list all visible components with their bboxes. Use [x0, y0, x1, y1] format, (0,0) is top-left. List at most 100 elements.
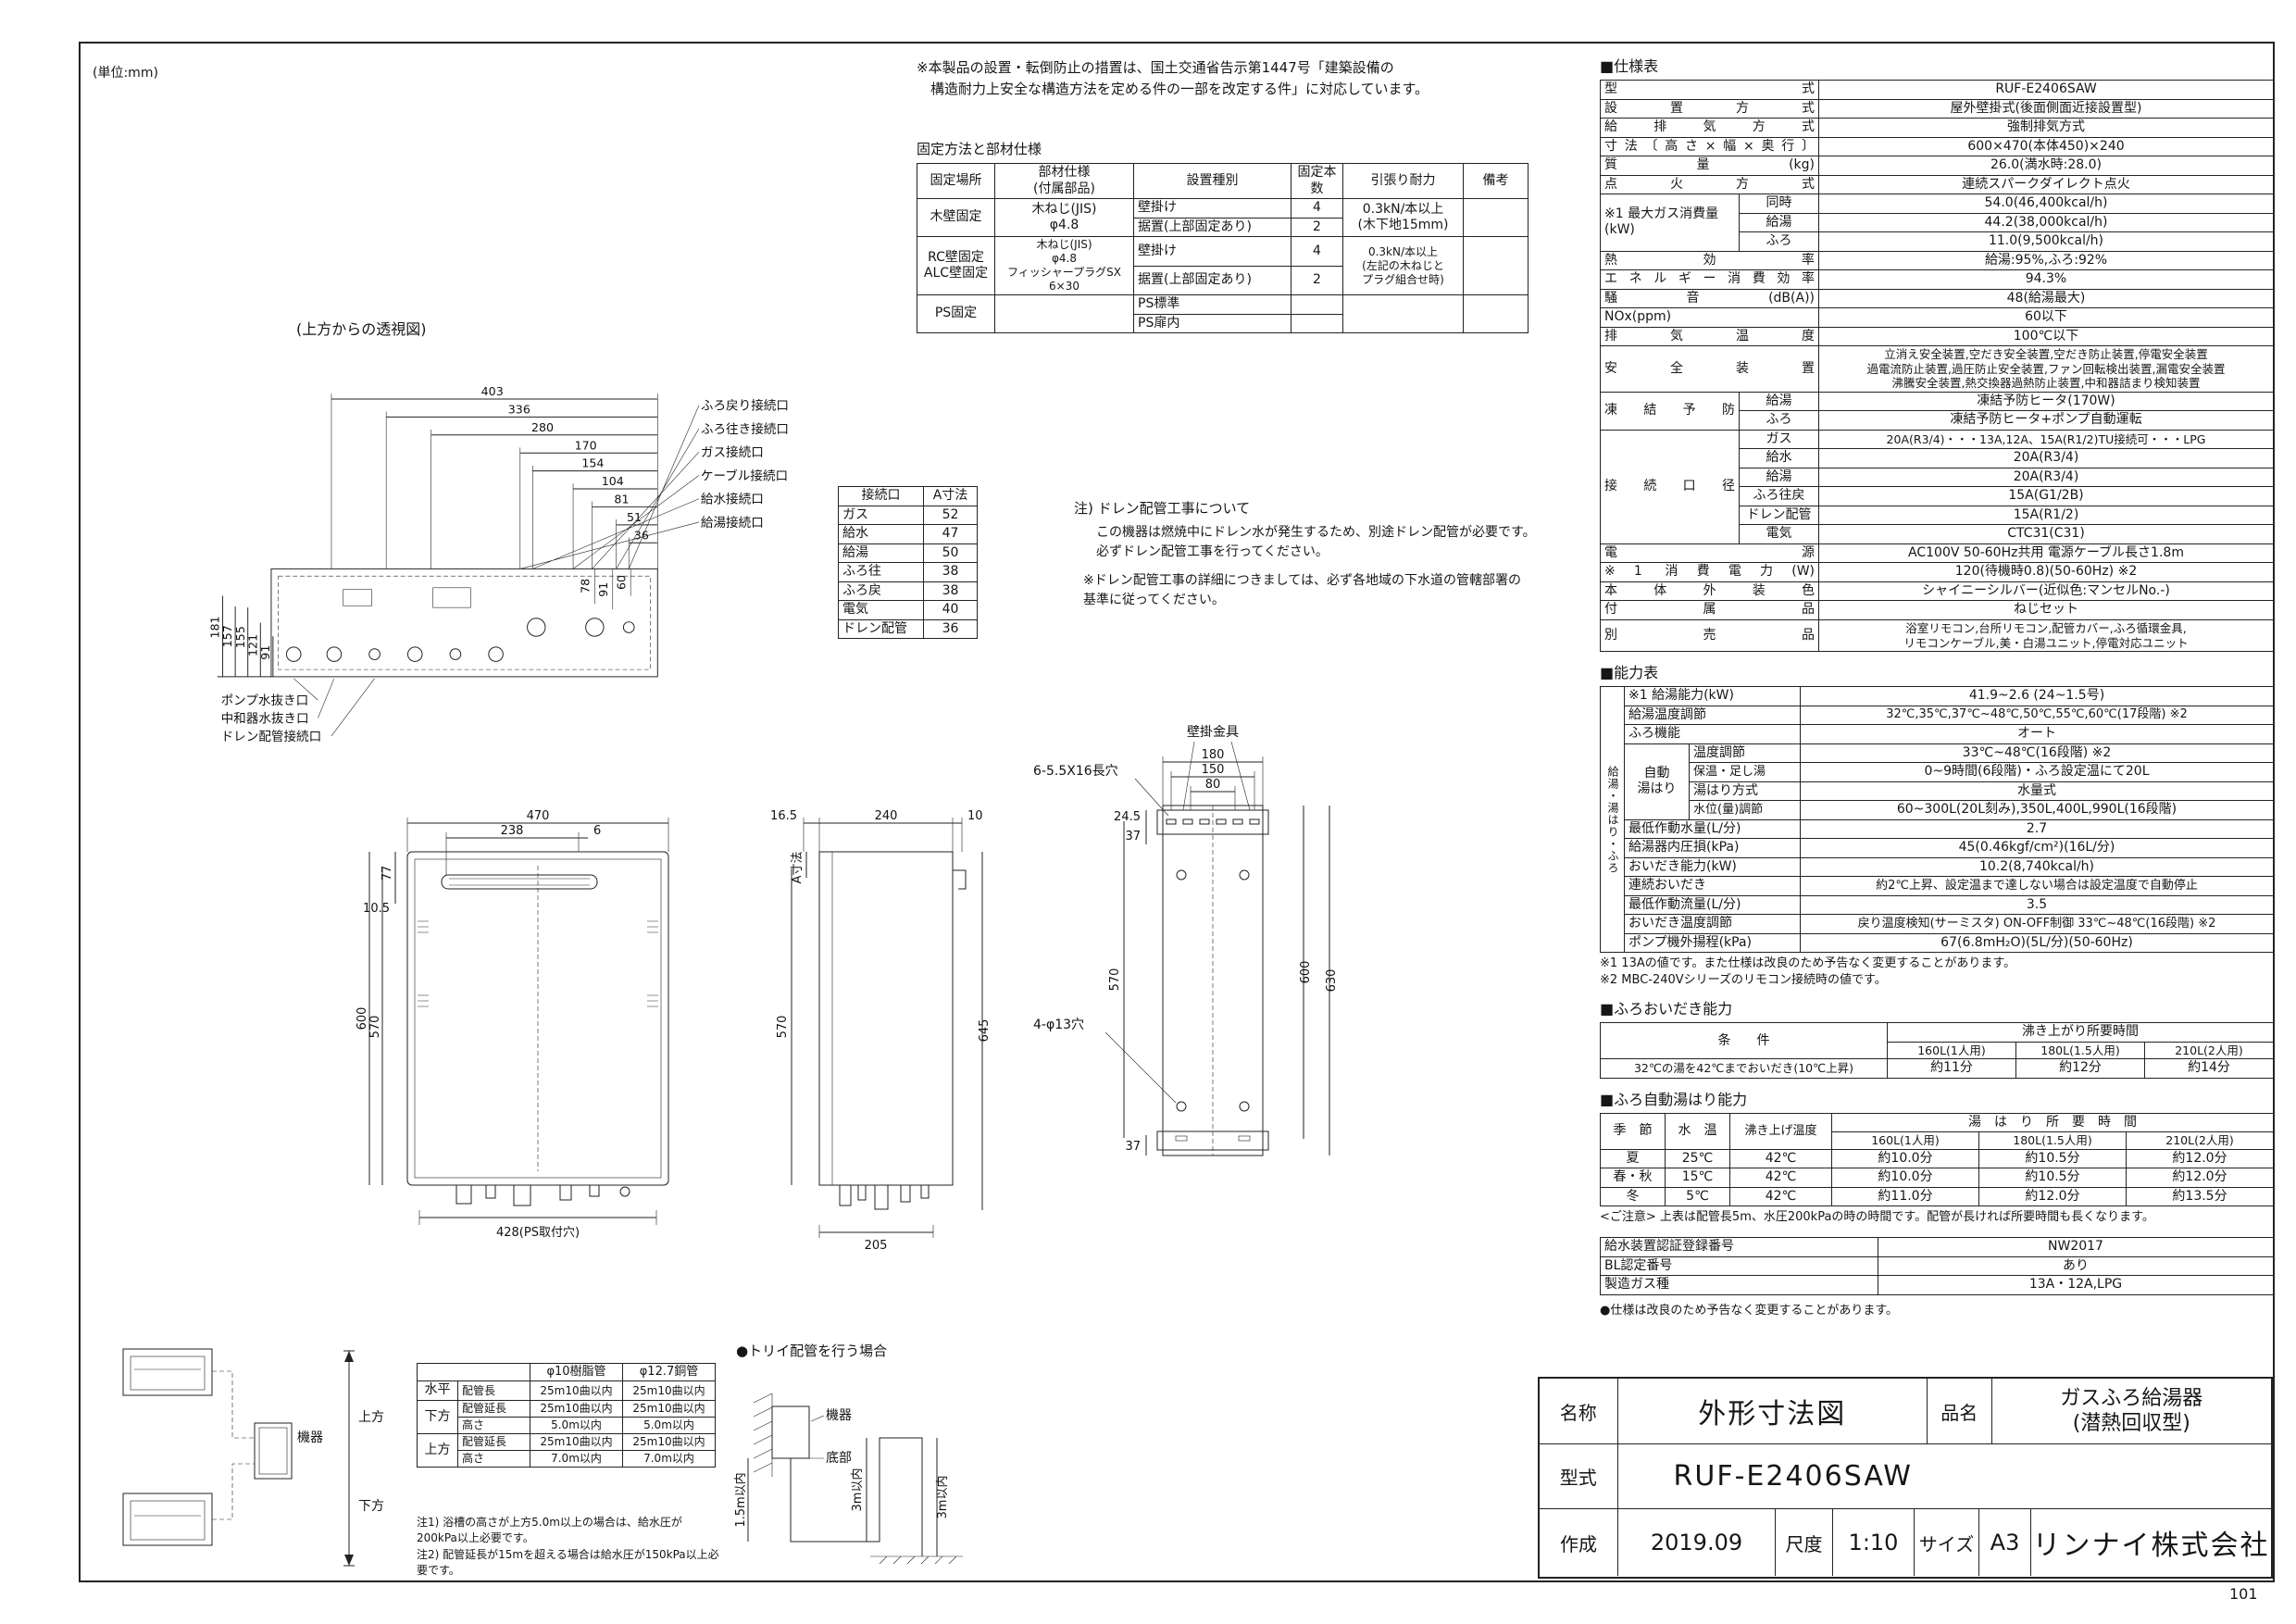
spec-value: 26.0(満水時:28.0)	[1818, 156, 2274, 176]
capacity-table: 給湯・湯はり・ふろ ※1 給湯能力(kW) 41.9~2.6 (24~1.5号)…	[1600, 686, 2274, 954]
spec-label: 別売品	[1600, 618, 1819, 653]
fixing-pull: 0.3kN/本以上 (左記の木ねじと プラグ組合せ時)	[1342, 236, 1464, 295]
dim-label: 104	[602, 474, 624, 488]
dim-label: 24.5	[1114, 810, 1141, 824]
spec-value: 44.2(38,000kcal/h)	[1818, 212, 2274, 232]
dim-label: 77	[381, 866, 394, 881]
capacity-value: 45(0.46kgf/cm²)(16L/分)	[1800, 838, 2274, 858]
torii-piping-drawing: 機器 底部 1.5m以内 3m以内 3m以内	[733, 1393, 963, 1565]
pipe-note: 注1) 浴槽の高さが上方5.0m以上の場合は、給水圧が200kPa以上必要です。	[417, 1516, 682, 1545]
fixing-type: PS標準	[1133, 294, 1292, 315]
fill-table-title: ■ふろ自動湯はり能力	[1600, 1090, 1748, 1108]
model-label: 型式	[1559, 1467, 1597, 1489]
pipe-value: 7.0m以内	[530, 1449, 623, 1468]
fill-time-header: 湯 は り 所 要 時 間	[1830, 1112, 2275, 1133]
fixing-pull	[1342, 294, 1464, 333]
spec-label: 質量(kg)	[1600, 156, 1819, 176]
upper-tub	[122, 1348, 213, 1396]
capacity-sublabel: 保温・足し湯	[1689, 762, 1801, 782]
capacity-label: おいだき能力(kW)	[1624, 856, 1801, 878]
fixing-type: 据置(上部固定あり)	[1133, 265, 1292, 295]
conn-name: 給湯	[838, 543, 924, 563]
paper-size: A3	[1978, 1509, 2030, 1576]
wall-hatch	[753, 1393, 773, 1477]
spec-label: 排気温度	[1600, 326, 1819, 346]
pipe-col-header: φ12.7銅管	[622, 1362, 716, 1382]
dim-label: 280	[531, 420, 554, 434]
spec-value: 連続スパークダイレクト点火	[1818, 174, 2274, 194]
dim-label: 470	[527, 809, 550, 823]
fill-time: 約11.0分	[1831, 1186, 1979, 1207]
spec-value: ねじセット	[1818, 600, 2274, 620]
spec-sublabel: 電気	[1739, 524, 1819, 544]
mid-dim-lines	[594, 568, 631, 610]
fill-season-header: 季 節	[1600, 1112, 1666, 1150]
upper-label: 上方	[358, 1410, 384, 1425]
dimension-lines	[368, 822, 668, 1218]
front-details	[418, 878, 658, 1007]
mount-holes	[1176, 869, 1250, 1112]
dim-label: 150	[1202, 763, 1225, 777]
dim-label: 336	[508, 403, 530, 417]
change-note: ●仕様は改良のため予告なく変更することがあります。	[1600, 1303, 1899, 1318]
leader-lines	[519, 405, 700, 569]
capacity-label: ポンプ機外揚程(kPa)	[1624, 932, 1801, 954]
capacity-label: おいだき温度調節	[1624, 914, 1801, 934]
dim-label: 91	[596, 582, 610, 597]
dim-label: 645	[978, 1019, 992, 1043]
front-view-drawing: 470 238 6 77 10.5 600 570 428(PS取付穴)	[356, 809, 669, 1240]
top-view-title: (上方からの透視図)	[296, 320, 427, 338]
spec-sublabel: ガス	[1739, 429, 1819, 450]
fixing-part: 木ねじ(JIS) φ4.8	[994, 198, 1134, 237]
dimension-lines	[331, 398, 658, 543]
fixing-count: 2	[1291, 217, 1343, 237]
fill-water: 5℃	[1665, 1186, 1730, 1207]
creation-date: 2019.09	[1617, 1509, 1775, 1576]
fixing-pull: 0.3kN/本以上 (木下地15mm)	[1342, 198, 1464, 237]
wall-bracket	[1156, 809, 1269, 835]
fill-temp: 42℃	[1729, 1168, 1832, 1188]
capacity-label: 自動 湯はり	[1624, 743, 1690, 820]
dim-label: 600	[1299, 961, 1313, 984]
capacity-value: 67(6.8mH₂O)(5L/分)(50-60Hz)	[1800, 932, 2274, 954]
capacity-label: ※1 給湯能力(kW)	[1624, 686, 1801, 706]
capacity-value: 32℃,35℃,37℃~48℃,50℃,55℃,60℃(17段階) ※2	[1800, 705, 2274, 726]
dim-label: 121	[245, 634, 259, 656]
dim-label: 170	[575, 438, 597, 452]
extension-lines	[1162, 756, 1264, 810]
spec-sublabel: ふろ往戻	[1739, 486, 1819, 506]
fill-water: 15℃	[1665, 1168, 1730, 1188]
spec-value: シャイニーシルバー(近似色:マンセルNo.-)	[1818, 581, 2274, 602]
spec-value: 強制排気方式	[1818, 118, 2274, 138]
fixing-header-part: 部材仕様 (付属部品)	[994, 163, 1134, 199]
conn-dim: 36	[923, 618, 978, 639]
spec-value: 20A(R3/4)	[1818, 448, 2274, 468]
dim-label: 3m以内	[850, 1468, 865, 1512]
spec-value: 立消え安全装置,空だき安全装置,空だき防止装置,停電安全装置 過電流防止装置,過…	[1818, 345, 2274, 393]
title-block: 名称 外形寸法図 品名 ガスふろ給湯器 (潜熱回収型) 型式 RUF-E2406…	[1538, 1377, 2273, 1579]
front-pipes	[455, 1184, 630, 1206]
spec-label: 安全装置	[1600, 345, 1819, 393]
fixing-table: 固定場所 部材仕様 (付属部品) 設置種別 固定本数 引張り耐力 備考 木壁固定…	[917, 163, 1529, 333]
fill-season: 春・秋	[1600, 1168, 1666, 1188]
conn-dim: 50	[923, 543, 978, 563]
reheat-time-header: 沸き上がり所要時間	[1887, 1022, 2274, 1043]
reheat-condition-header: 条 件	[1600, 1022, 1888, 1060]
side-bracket	[953, 869, 967, 890]
capacity-value: 3.5	[1800, 894, 2274, 916]
front-vent	[441, 874, 598, 890]
bottom-label: 底部	[826, 1451, 852, 1466]
dim-label: 428(PS取付穴)	[496, 1226, 580, 1240]
fixing-header-pull: 引張り耐力	[1342, 163, 1464, 199]
model-number: RUF-E2406SAW	[1616, 1444, 2271, 1508]
pipe-row-group: 下方	[417, 1399, 458, 1434]
dim-label: 78	[579, 579, 593, 593]
capacity-label: 最低作動水量(L/分)	[1624, 818, 1801, 840]
fixing-header-type: 設置種別	[1133, 163, 1292, 199]
fill-temp: 42℃	[1729, 1148, 1832, 1169]
spec-label: ※1 最大ガス消費量 (kW)	[1600, 194, 1740, 252]
footnote: ※2 MBC-240Vシリーズのリモコン接続時の値です。	[1600, 972, 1887, 987]
pipe-row-key: 高さ	[457, 1449, 530, 1468]
fixing-place: PS固定	[917, 294, 995, 333]
capacity-value: オート	[1800, 724, 2274, 744]
